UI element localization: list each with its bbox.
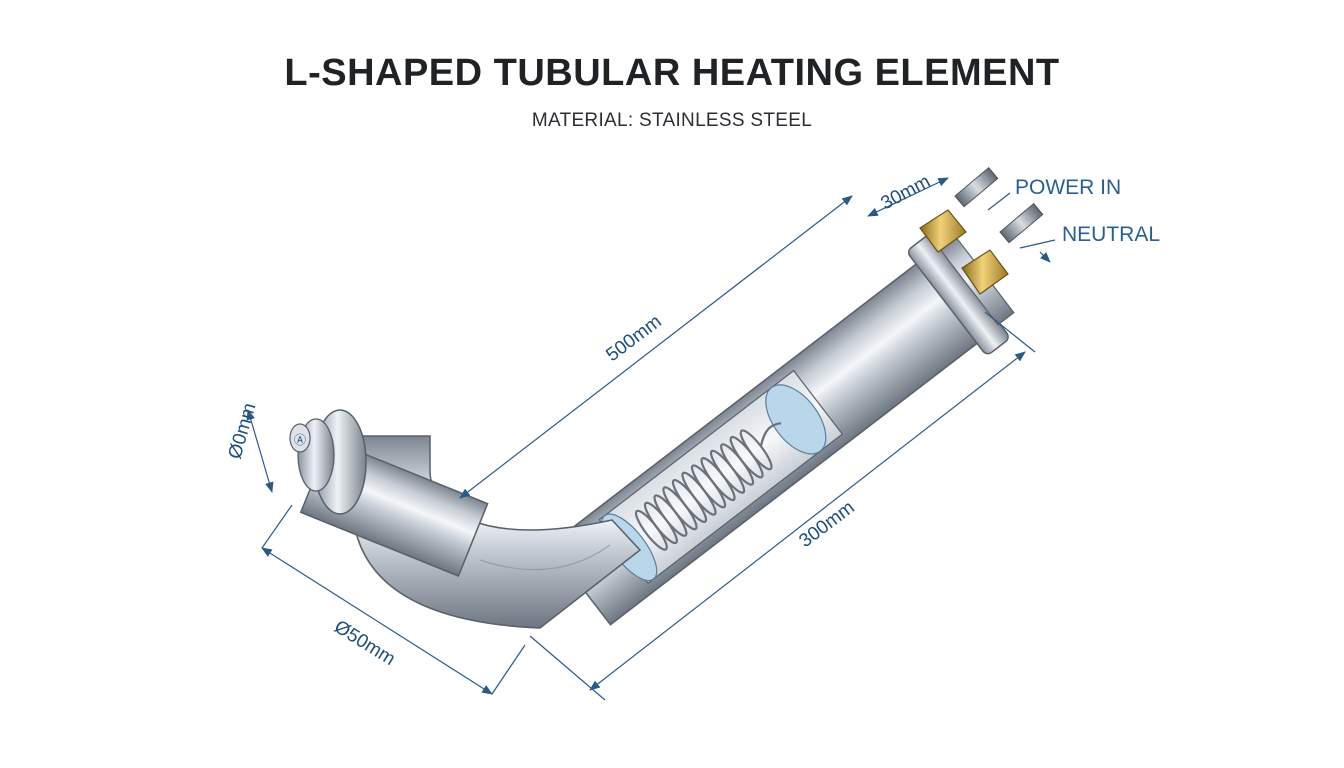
diagram-title: L-SHAPED TUBULAR HEATING ELEMENT [284, 52, 1060, 94]
dim-line-300 [589, 351, 1026, 691]
dim-label-0: Ø0mm [225, 401, 261, 462]
dim-label-30: 30mm [877, 171, 933, 214]
straight-tube-section [548, 234, 1015, 626]
leader-power-in [987, 192, 1011, 211]
leader-neutral [1019, 239, 1056, 249]
left-end-section: Ⓐ [289, 409, 489, 577]
callout-neutral: NEUTRAL [1062, 223, 1160, 246]
dim-line-0 [246, 408, 274, 494]
dim-line-50 [261, 547, 493, 695]
dim-label-500: 500mm [602, 311, 665, 366]
svg-text:Ⓐ: Ⓐ [294, 433, 306, 447]
dim-label-50: Ø50mm [330, 616, 398, 670]
diagram-subtitle: MATERIAL: STAINLESS STEEL [531, 110, 813, 131]
terminal-power-in [919, 167, 999, 253]
terminal-neutral [961, 203, 1044, 295]
dim-line-500 [459, 195, 853, 499]
dim-line-30 [867, 177, 949, 217]
dimension-lines [246, 177, 1056, 701]
callout-power-in: POWER IN [1015, 176, 1121, 199]
